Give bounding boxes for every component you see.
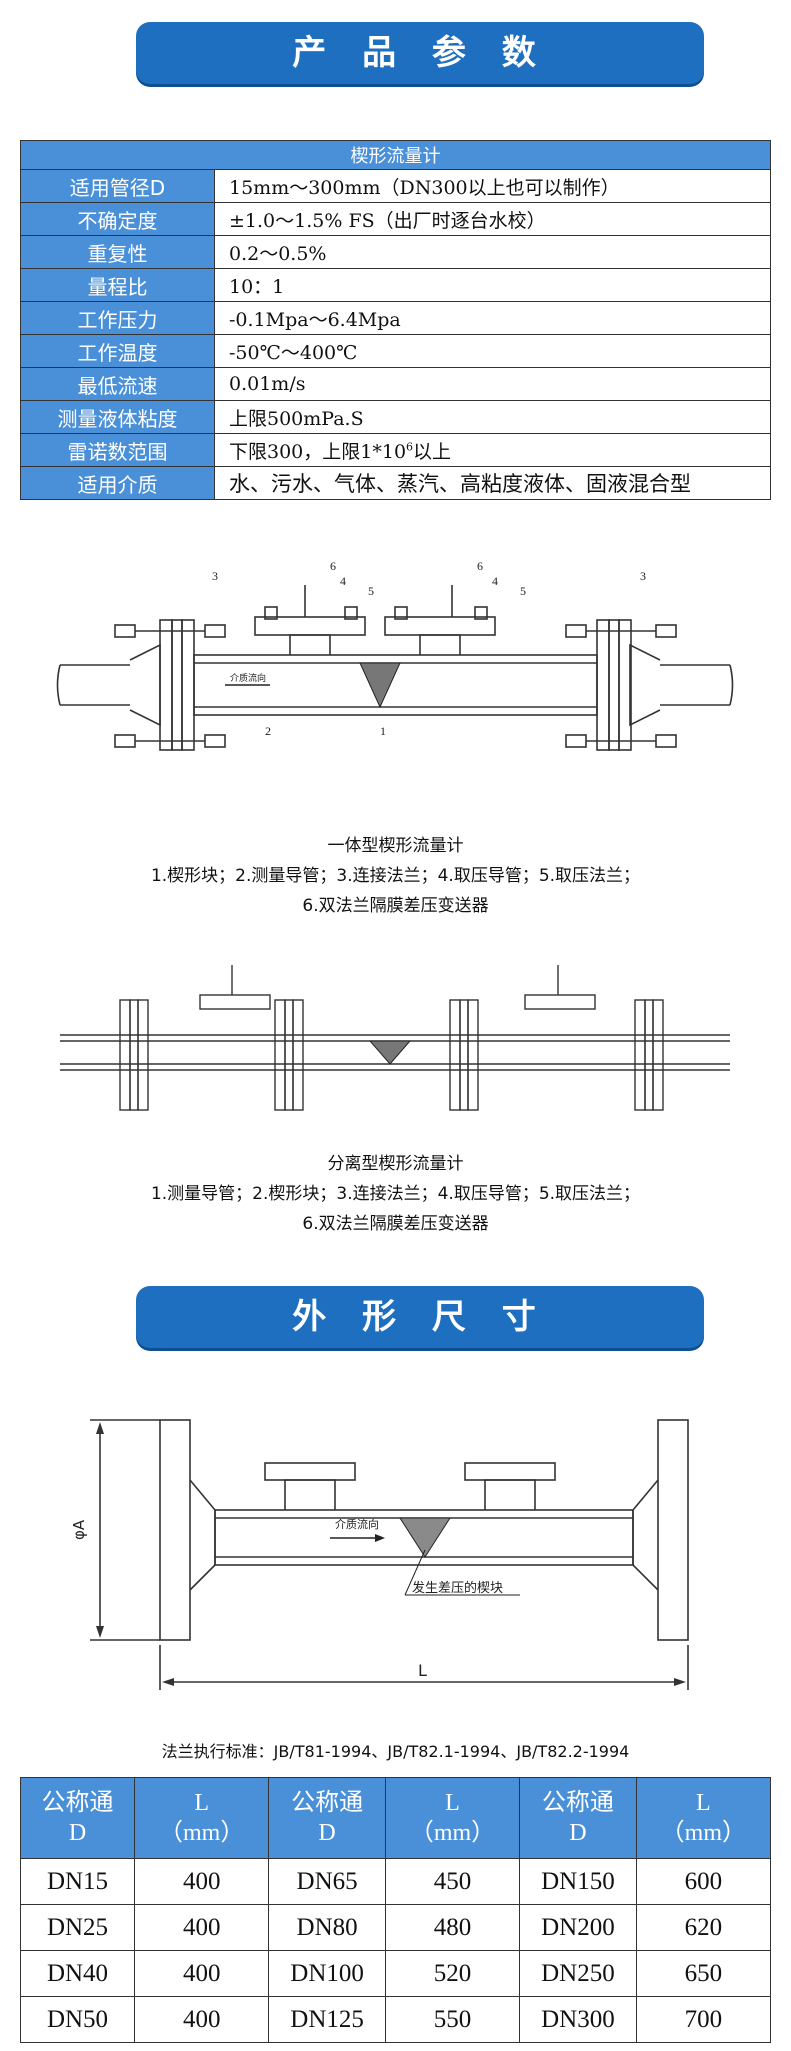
svg-text:φA: φA [70,1519,88,1540]
outline-dimension-diagram: 介质流向 发生差压的楔块 φA L [70,1419,689,1690]
svg-text:2: 2 [265,724,271,738]
section-title-params: 产 品 参 数 [136,22,704,84]
flange-standard-note: 法兰执行标准：JB/T81-1994、JB/T82.1-1994、JB/T82.… [161,1742,630,1761]
svg-text:3: 3 [640,569,646,583]
svg-text:5: 5 [368,584,374,598]
figure1-caption-line2: 6.双法兰隔膜差压变送器 [302,896,489,916]
svg-text:5: 5 [520,584,526,598]
figure1-caption-line1: 1.楔形块；2.测量导管；3.连接法兰；4.取压导管；5.取压法兰； [150,866,641,886]
svg-text:介质流向: 介质流向 [335,1517,379,1531]
svg-text:L: L [418,1661,427,1680]
svg-text:6: 6 [330,559,336,573]
table-row: 雷诺数范围下限300，上限1*106以上 [20,433,771,467]
figure1-caption-title: 一体型楔形流量计 [327,836,464,856]
figure2-caption-title: 分离型楔形流量计 [327,1154,464,1174]
table-row: 不确定度±1.0～1.5% FS（出厂时逐台水校） [20,202,771,236]
figure2-caption-line2: 6.双法兰隔膜差压变送器 [302,1214,489,1234]
figure2-caption-line1: 1.测量导管；2.楔形块；3.连接法兰；4.取压导管；5.取压法兰； [150,1184,641,1204]
params-table-header: 楔形流量计 [20,140,771,170]
table-row: 工作温度-50℃～400℃ [20,334,771,368]
table-row: 测量液体粘度上限500mPa.S [20,400,771,434]
separated-flowmeter-diagram [60,965,730,1111]
section-title-dims: 外 形 尺 寸 [136,1286,704,1348]
svg-text:4: 4 [340,574,346,588]
table-row: 适用介质水、污水、气体、蒸汽、高粘度液体、固液混合型 [20,466,771,500]
svg-text:1: 1 [380,724,386,738]
svg-text:介质流向: 介质流向 [230,672,266,684]
table-row: 工作压力-0.1Mpa～6.4Mpa [20,301,771,335]
integrated-flowmeter-diagram: 介质流向 1 2 3 3 4 4 5 5 6 6 [56,559,734,751]
svg-text:发生差压的楔块: 发生差压的楔块 [412,1580,503,1596]
svg-text:4: 4 [492,574,498,588]
svg-text:6: 6 [477,559,483,573]
svg-text:3: 3 [212,569,218,583]
